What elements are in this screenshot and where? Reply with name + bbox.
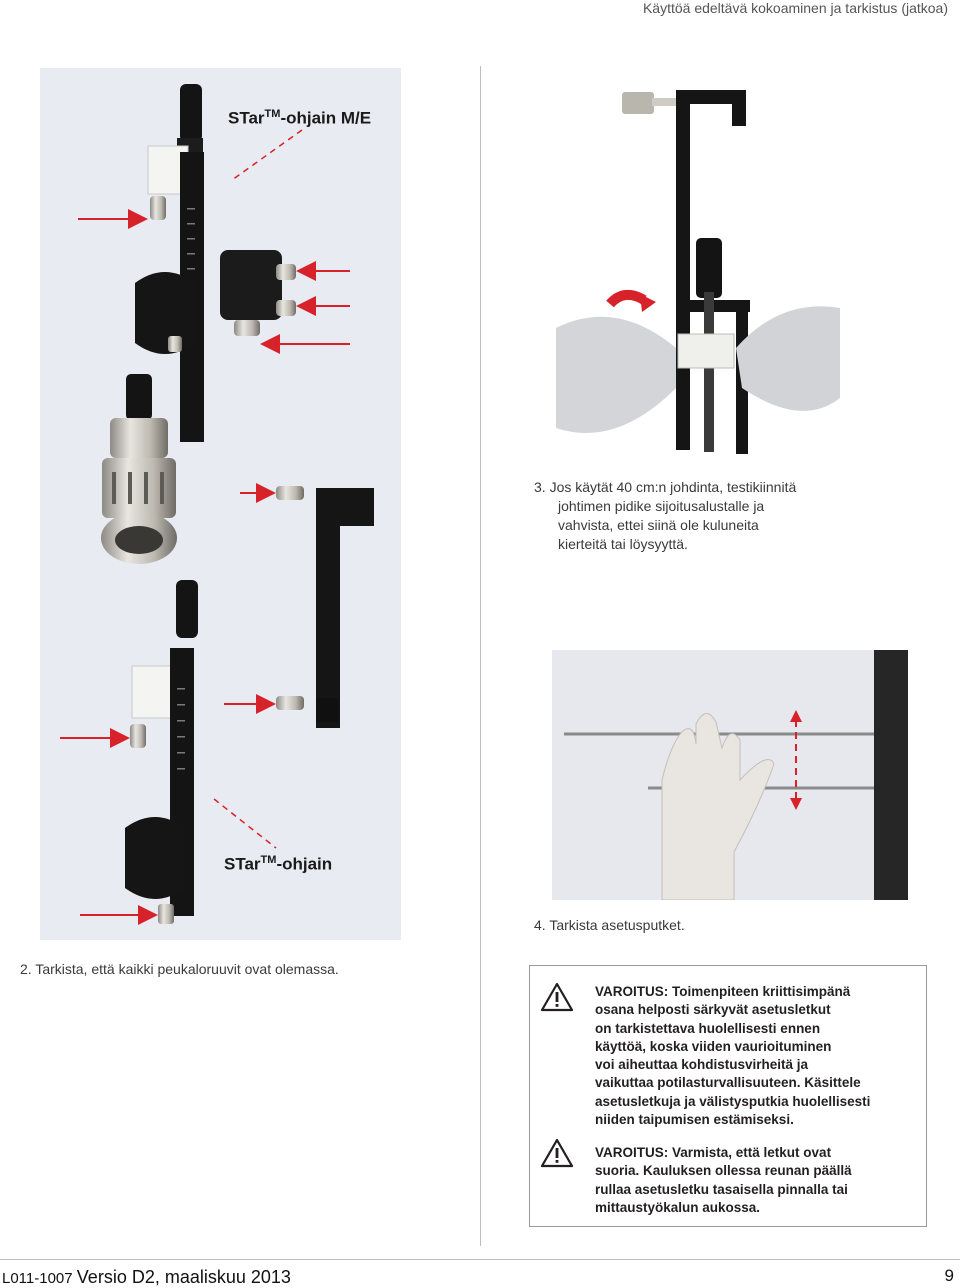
guide-me-label: STarTM-ohjain M/E (228, 108, 372, 128)
red-arrows (60, 209, 350, 925)
page-number: 9 (944, 1266, 954, 1285)
doc-version: Versio D2, maaliskuu 2013 (76, 1267, 291, 1287)
star-guide-me-part (135, 84, 296, 442)
metal-collet-part (101, 374, 177, 564)
guide-photo-illustration (60, 84, 374, 925)
footer-doc-info: L011-1007 Versio D2, maaliskuu 2013 (2, 1267, 291, 1288)
holder-test-illustration (556, 90, 840, 454)
warning-box: VAROITUS: Toimenpiteen kriittisimpänä os… (529, 965, 927, 1227)
page-header-title: Käyttöä edeltävä kokoaminen ja tarkistus… (642, 0, 948, 16)
step-4-text: 4. Tarkista asetusputket. (534, 917, 685, 933)
column-divider (480, 66, 481, 1246)
step-2-text: 2. Tarkista, että kaikki peukaloruuvit o… (20, 961, 339, 977)
guide-photo-panel (40, 68, 401, 940)
insertion-tube-illustration (564, 650, 908, 900)
label-leader-lines (213, 129, 303, 849)
warning-triangle-icon (540, 982, 574, 1017)
step-3-text: 3. Jos käytät 40 cm:n johdinta, testikii… (534, 479, 797, 552)
holder-test-photo (556, 68, 840, 454)
warning-2-text: VAROITUS: Varmista, että letkut ovat suo… (595, 1145, 852, 1215)
guide-label: STarTM-ohjain (224, 854, 333, 874)
star-guide-part (125, 580, 198, 924)
warning-triangle-icon (540, 1138, 574, 1173)
l-bracket-part (276, 486, 374, 728)
warning-1-text: VAROITUS: Toimenpiteen kriittisimpänä os… (595, 984, 871, 1128)
doc-code: L011-1007 (2, 1270, 73, 1287)
footer-rule (0, 1259, 960, 1260)
insertion-tube-photo (552, 650, 908, 900)
